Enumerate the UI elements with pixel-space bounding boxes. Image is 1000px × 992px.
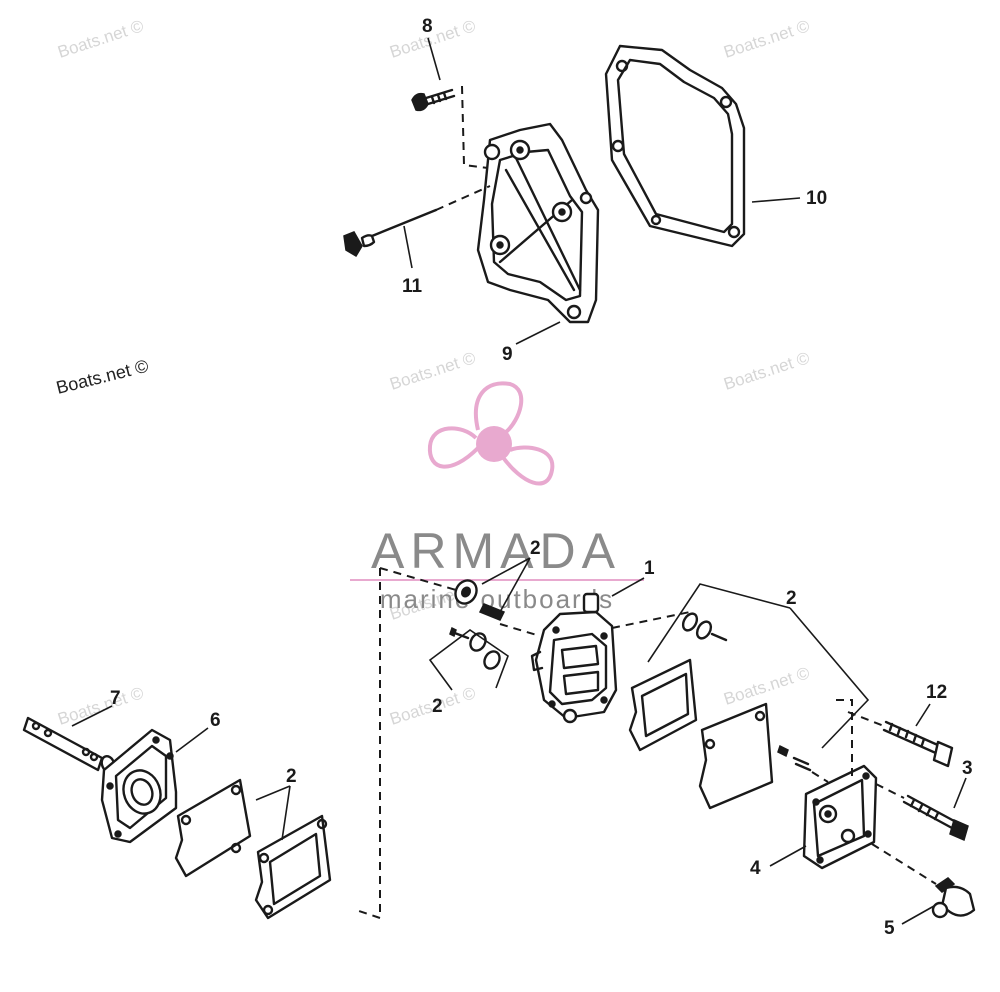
- watermark-text: Boats.net ©: [55, 16, 146, 62]
- part-3-screw: [902, 794, 969, 842]
- part-4-pump-cover: [802, 764, 878, 870]
- part-5-elbow-fitting: [931, 877, 976, 919]
- part-8-screw: [411, 88, 456, 112]
- callout-7: 7: [110, 688, 121, 709]
- callout-2-upper: 2: [530, 538, 541, 559]
- callout-8: 8: [422, 16, 433, 37]
- watermark-text: Boats.net ©: [721, 663, 812, 709]
- part-6-base-plate: [100, 728, 178, 844]
- part-7-link-arm: [22, 716, 116, 773]
- leader-lines: [71, 37, 967, 925]
- part-10-cover-gasket: [604, 44, 746, 248]
- watermark-text: Boats.net ©: [55, 683, 146, 729]
- callout-3: 3: [962, 758, 973, 779]
- armada-logo: ARMADA marine outboards: [350, 381, 644, 614]
- callout-2-lower: 2: [432, 696, 443, 717]
- part-1-pump-body: [530, 592, 618, 724]
- callout-4: 4: [750, 858, 761, 879]
- part-2-washer-and-spring: [454, 579, 506, 621]
- part-2-left-gasket: [254, 814, 332, 920]
- part-9-cover-plate: [476, 122, 600, 324]
- part-12-long-screw: [882, 720, 954, 768]
- dashed-path-8-to-9: [461, 85, 489, 169]
- callout-11: 11: [402, 276, 423, 297]
- dashed-path-1-to-washers: [611, 611, 691, 629]
- part-11-rod: [343, 208, 438, 258]
- dashed-path-11-to-9: [435, 185, 491, 211]
- callout-1: 1: [644, 558, 655, 579]
- callout-6: 6: [210, 710, 221, 731]
- part-2-right-diaphragm: [628, 612, 728, 752]
- part-2-right-gasket: [698, 702, 774, 810]
- propeller-icon: [427, 381, 555, 486]
- logo-name: ARMADA: [371, 523, 621, 579]
- part-2-left-diaphragm: [174, 778, 252, 878]
- watermark-layer: Boats.net © Boats.net © Boats.net © Boat…: [54, 16, 812, 729]
- callout-10: 10: [806, 188, 827, 209]
- part-2-valve-set: [449, 623, 541, 670]
- dashed-path-to-4: [836, 699, 853, 776]
- dashed-guide-left: [355, 568, 381, 920]
- callout-9: 9: [502, 344, 513, 365]
- propeller-hub: [476, 426, 512, 462]
- watermark-text: Boats.net ©: [721, 348, 812, 394]
- dashed-path-5: [871, 843, 937, 885]
- watermark-text: Boats.net ©: [721, 16, 812, 62]
- watermark-text: Boats.net ©: [387, 348, 478, 394]
- part-4-spring-set: [777, 744, 829, 783]
- callout-5: 5: [884, 918, 895, 939]
- callout-12: 12: [926, 682, 947, 703]
- watermark-text-strong: Boats.net ©: [54, 356, 150, 398]
- callout-2-left: 2: [286, 766, 297, 787]
- dashed-path-3: [875, 783, 905, 799]
- callout-labels: 8 10 11 9 1 2 2 2 2 7 6 12 3 4 5: [110, 16, 973, 939]
- callout-2-right: 2: [786, 588, 797, 609]
